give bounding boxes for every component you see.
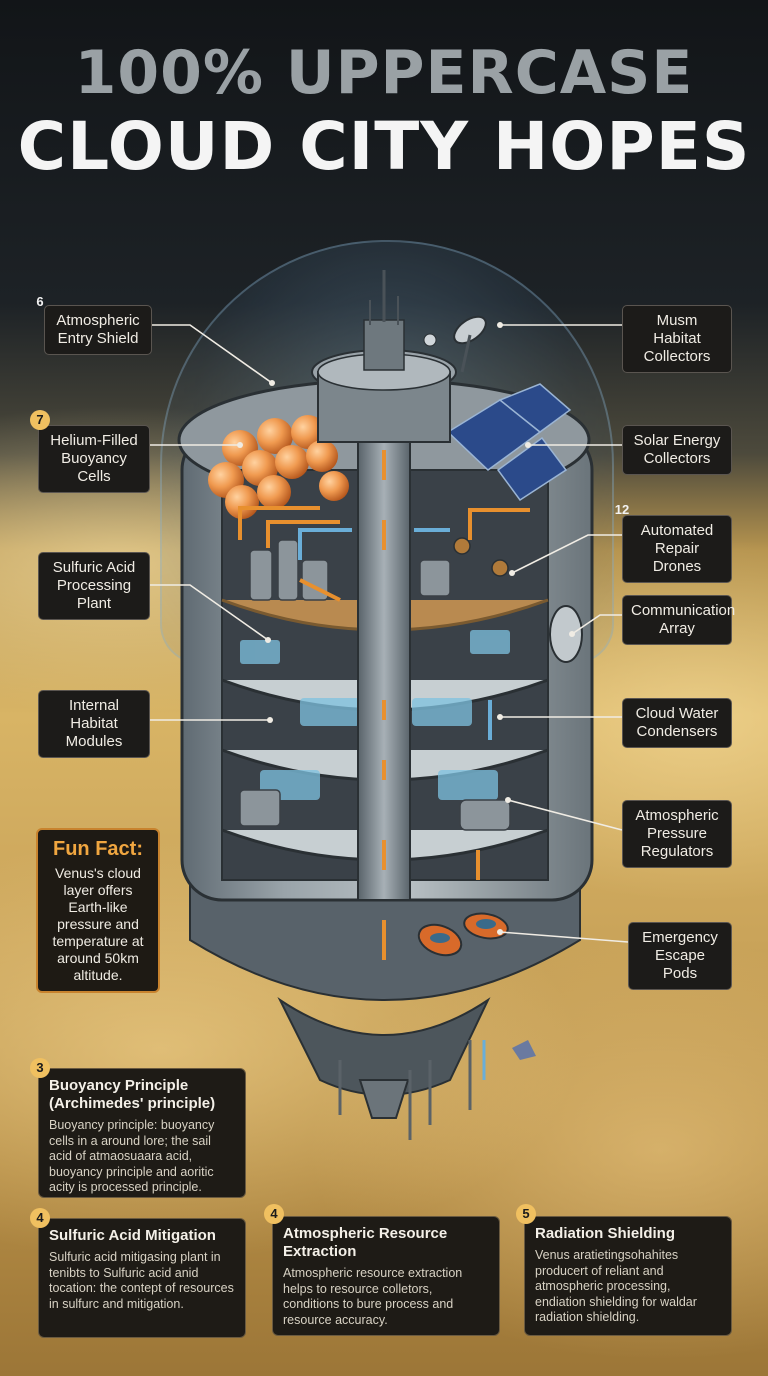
label-atmospheric-entry-shield: Atmospheric Entry Shield xyxy=(44,305,152,355)
processing-machinery xyxy=(239,539,511,831)
deck-windows xyxy=(240,630,510,800)
label-atmospheric-pressure-regulators: Atmospheric Pressure Regulators xyxy=(622,800,732,868)
repair-drones xyxy=(453,537,509,577)
card-radiation-shielding: Radiation Shielding Venus aratietingsoha… xyxy=(524,1216,732,1336)
card-title: Sulfuric Acid Mitigation xyxy=(49,1227,216,1244)
label-helium-buoyancy-cells: Helium-Filled Buoyancy Cells xyxy=(38,425,150,493)
label-number: 6 xyxy=(36,294,44,309)
card-title: Atmospheric Resource Extraction xyxy=(283,1225,448,1260)
card-buoyancy-principle: Buoyancy Principle (Archimedes' principl… xyxy=(38,1068,246,1198)
label-emergency-escape-pods: Emergency Escape Pods xyxy=(628,922,732,990)
fun-fact-box: Fun Fact: Venus's cloud layer offers Ear… xyxy=(36,828,160,993)
label-internal-habitat-modules: Internal Habitat Modules xyxy=(38,690,150,758)
card-title: Radiation Shielding xyxy=(535,1225,676,1242)
communication-dish xyxy=(549,605,583,663)
hull-keel xyxy=(277,997,491,1096)
label-cloud-water-condensers: Cloud Water Condensers xyxy=(622,698,732,748)
label-solar-energy-collectors: Solar Energy Collectors xyxy=(622,425,732,475)
card-number: 4 xyxy=(264,1204,284,1224)
label-communication-array: Communication Array xyxy=(622,595,735,645)
label-automated-repair-drones: Automated Repair Drones xyxy=(622,515,732,583)
card-number: 3 xyxy=(30,1058,50,1078)
small-ship xyxy=(512,1040,536,1060)
label-number: 12 xyxy=(614,502,630,517)
hanging-antennas xyxy=(338,1040,472,1140)
card-body: Buoyancy principle: buoyancy cells in a … xyxy=(49,1118,215,1194)
helium-buoyancy-cells xyxy=(208,415,349,519)
title-line-2: CLOUD CITY HOPES xyxy=(17,108,751,185)
leader-dots xyxy=(237,322,575,935)
card-body: Sulfuric acid mitigasing plant in tenibt… xyxy=(49,1250,234,1311)
label-musm-habitat-collectors: Musm Habitat Collectors xyxy=(622,305,732,373)
card-number: 4 xyxy=(30,1208,50,1228)
card-number: 5 xyxy=(516,1204,536,1224)
satellite-dish xyxy=(453,315,487,373)
escape-pods xyxy=(417,912,509,957)
process-flow-arrows xyxy=(238,450,530,960)
water-flow-arrows xyxy=(298,528,492,740)
label-number: 7 xyxy=(30,410,50,430)
card-sulfuric-acid-mitigation: Sulfuric Acid Mitigation Sulfuric acid m… xyxy=(38,1218,246,1338)
bottom-probe xyxy=(358,1079,410,1119)
title-line-1: 100% UPPERCASE xyxy=(74,38,694,108)
central-core xyxy=(357,429,411,901)
card-atmospheric-resource-extraction: Atmospheric Resource Extraction Atmosphe… xyxy=(272,1216,500,1336)
fun-fact-heading: Fun Fact: xyxy=(53,838,143,860)
leader-lines xyxy=(150,324,629,943)
label-sulfuric-acid-plant: Sulfuric Acid Processing Plant xyxy=(38,552,150,620)
card-body: Atmospheric resource extraction helps to… xyxy=(283,1266,463,1327)
fun-fact-body: Venus's cloud layer offers Earth-like pr… xyxy=(52,865,144,983)
card-body: Venus aratietingsohahites producert of r… xyxy=(535,1248,697,1324)
card-title: Buoyancy Principle (Archimedes' principl… xyxy=(49,1077,216,1112)
solar-panels xyxy=(446,383,572,502)
